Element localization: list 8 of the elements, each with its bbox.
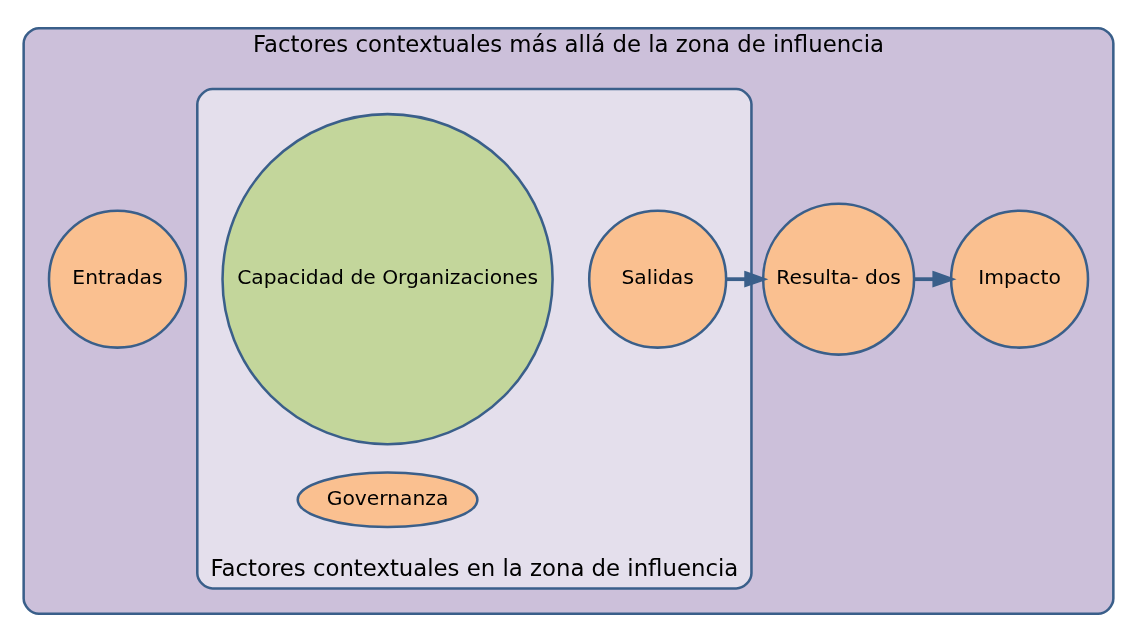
arrow xyxy=(914,270,957,288)
node-ellipse: Governanza xyxy=(296,471,479,529)
node-circle: Resulta- dos xyxy=(761,202,916,356)
node-circle: Entradas xyxy=(47,209,188,349)
node-circle: Salidas xyxy=(587,209,728,349)
node-circle: Capacidad de Organizaciones xyxy=(221,112,554,446)
node-circle: Impacto xyxy=(949,209,1090,349)
arrow xyxy=(726,270,769,288)
